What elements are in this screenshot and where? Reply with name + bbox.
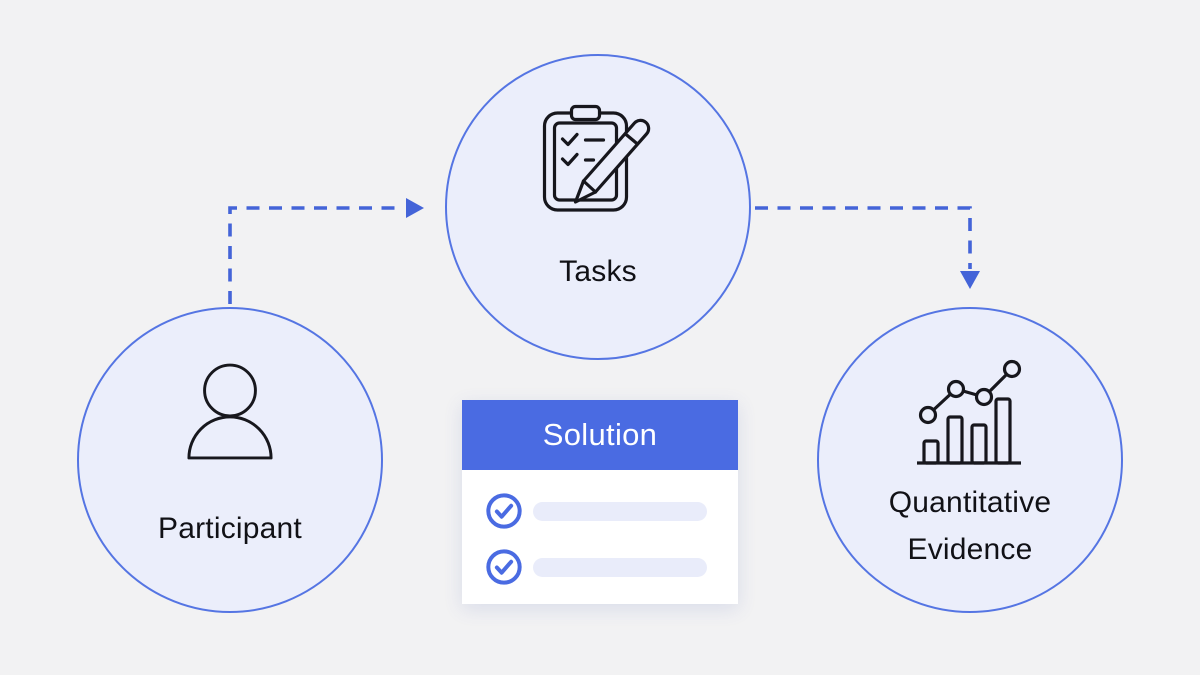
arrowhead-right-icon [406, 198, 424, 218]
node-quantitative-evidence: Quantitative Evidence [817, 307, 1123, 613]
participant-label: Participant [158, 512, 302, 545]
arrow-participant-to-tasks [228, 206, 404, 304]
arrow-tasks-to-evidence [755, 206, 972, 269]
arrowhead-down-icon [960, 271, 980, 289]
solution-card-header: Solution [462, 400, 738, 470]
tasks-label: Tasks [559, 255, 637, 288]
solution-checklist-item [485, 492, 738, 530]
bar-chart-trend-icon [917, 359, 1022, 465]
placeholder-text-bar [533, 557, 707, 577]
person-icon [187, 363, 273, 460]
clipboard-checklist-pencil-icon [542, 104, 651, 212]
node-tasks: Tasks [445, 54, 751, 360]
quantitative-evidence-label: Quantitative Evidence [888, 486, 1052, 566]
solution-title: Solution [542, 417, 658, 452]
node-participant: Participant [77, 307, 383, 613]
check-circle-icon [486, 493, 522, 529]
solution-checklist-item [485, 548, 738, 586]
solution-card-body [462, 470, 738, 586]
solution-card: Solution [462, 400, 738, 604]
check-circle-icon [486, 549, 522, 585]
placeholder-text-bar [533, 501, 707, 521]
